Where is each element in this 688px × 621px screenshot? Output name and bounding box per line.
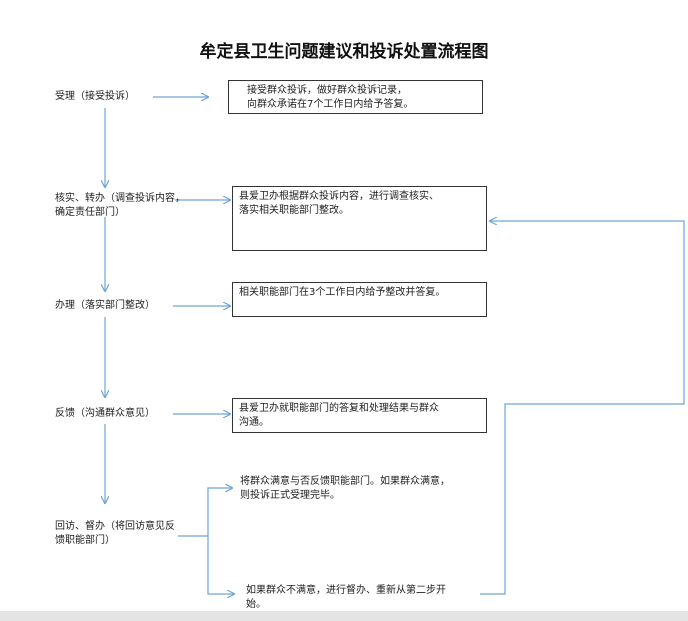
box-verify-line2: 落实相关职能部门整改。 xyxy=(239,205,349,216)
box-handle-detail: 相关职能部门在3个工作日内给予整改并答复。 xyxy=(232,282,487,317)
arrow-loop-back xyxy=(480,221,685,595)
outcome-satisfied-line1: 将群众满意与否反馈职能部门。如果群众满意， xyxy=(240,476,450,487)
step-verify-label-line1: 核实、转办（调查投诉内容， xyxy=(55,193,185,204)
outcome-satisfied-line2: 则投诉正式受理完毕。 xyxy=(240,490,340,501)
step-receive: 受理（接受投诉） xyxy=(55,90,135,104)
box-feedback-line2: 沟通。 xyxy=(239,417,269,428)
outcome-unsatisfied-line2: 始。 xyxy=(246,599,266,610)
outcome-unsatisfied-line1: 如果群众不满意，进行督办、重新从第二步开 xyxy=(246,585,446,596)
step-feedback: 反馈（沟通群众意见） xyxy=(55,407,155,421)
outcome-unsatisfied: 如果群众不满意，进行督办、重新从第二步开 始。 xyxy=(246,584,486,612)
step-receive-label: 受理（接受投诉） xyxy=(55,91,135,102)
outcome-satisfied: 将群众满意与否反馈职能部门。如果群众满意， 则投诉正式受理完毕。 xyxy=(240,475,500,503)
step-revisit: 回访、督办（将回访意见反 馈职能部门） xyxy=(55,520,175,548)
box-receive-detail: 接受群众投诉，做好群众投诉记录， 向群众承诺在7个工作日内给予答复。 xyxy=(228,80,483,114)
step-verify-label-line2: 确定责任部门） xyxy=(55,207,125,218)
box-feedback-detail: 县爱卫办就职能部门的答复和处理结果与群众 沟通。 xyxy=(232,398,487,433)
step-handle-label: 办理（落实部门整改） xyxy=(55,300,155,311)
arrow-branch-unsatisfied xyxy=(207,536,234,594)
box-receive-line2: 向群众承诺在7个工作日内给予答复。 xyxy=(247,99,414,110)
step-revisit-label-line2: 馈职能部门） xyxy=(55,535,115,546)
step-revisit-label-line1: 回访、督办（将回访意见反 xyxy=(55,521,175,532)
box-verify-line1: 县爱卫办根据群众投诉内容，进行调查核实、 xyxy=(239,191,439,202)
page-title: 牟定县卫生问题建议和投诉处置流程图 xyxy=(199,42,489,62)
arrow-branch-satisfied xyxy=(178,488,232,537)
step-feedback-label: 反馈（沟通群众意见） xyxy=(55,408,155,419)
step-handle: 办理（落实部门整改） xyxy=(55,299,155,313)
box-feedback-line1: 县爱卫办就职能部门的答复和处理结果与群众 xyxy=(239,403,439,414)
step-verify: 核实、转办（调查投诉内容， 确定责任部门） xyxy=(55,192,185,220)
bottom-scroll-strip xyxy=(0,611,688,621)
box-receive-line1: 接受群众投诉，做好群众投诉记录， xyxy=(247,85,407,96)
box-handle-line1: 相关职能部门在3个工作日内给予整改并答复。 xyxy=(239,287,446,298)
box-verify-detail: 县爱卫办根据群众投诉内容，进行调查核实、 落实相关职能部门整改。 xyxy=(232,186,487,251)
